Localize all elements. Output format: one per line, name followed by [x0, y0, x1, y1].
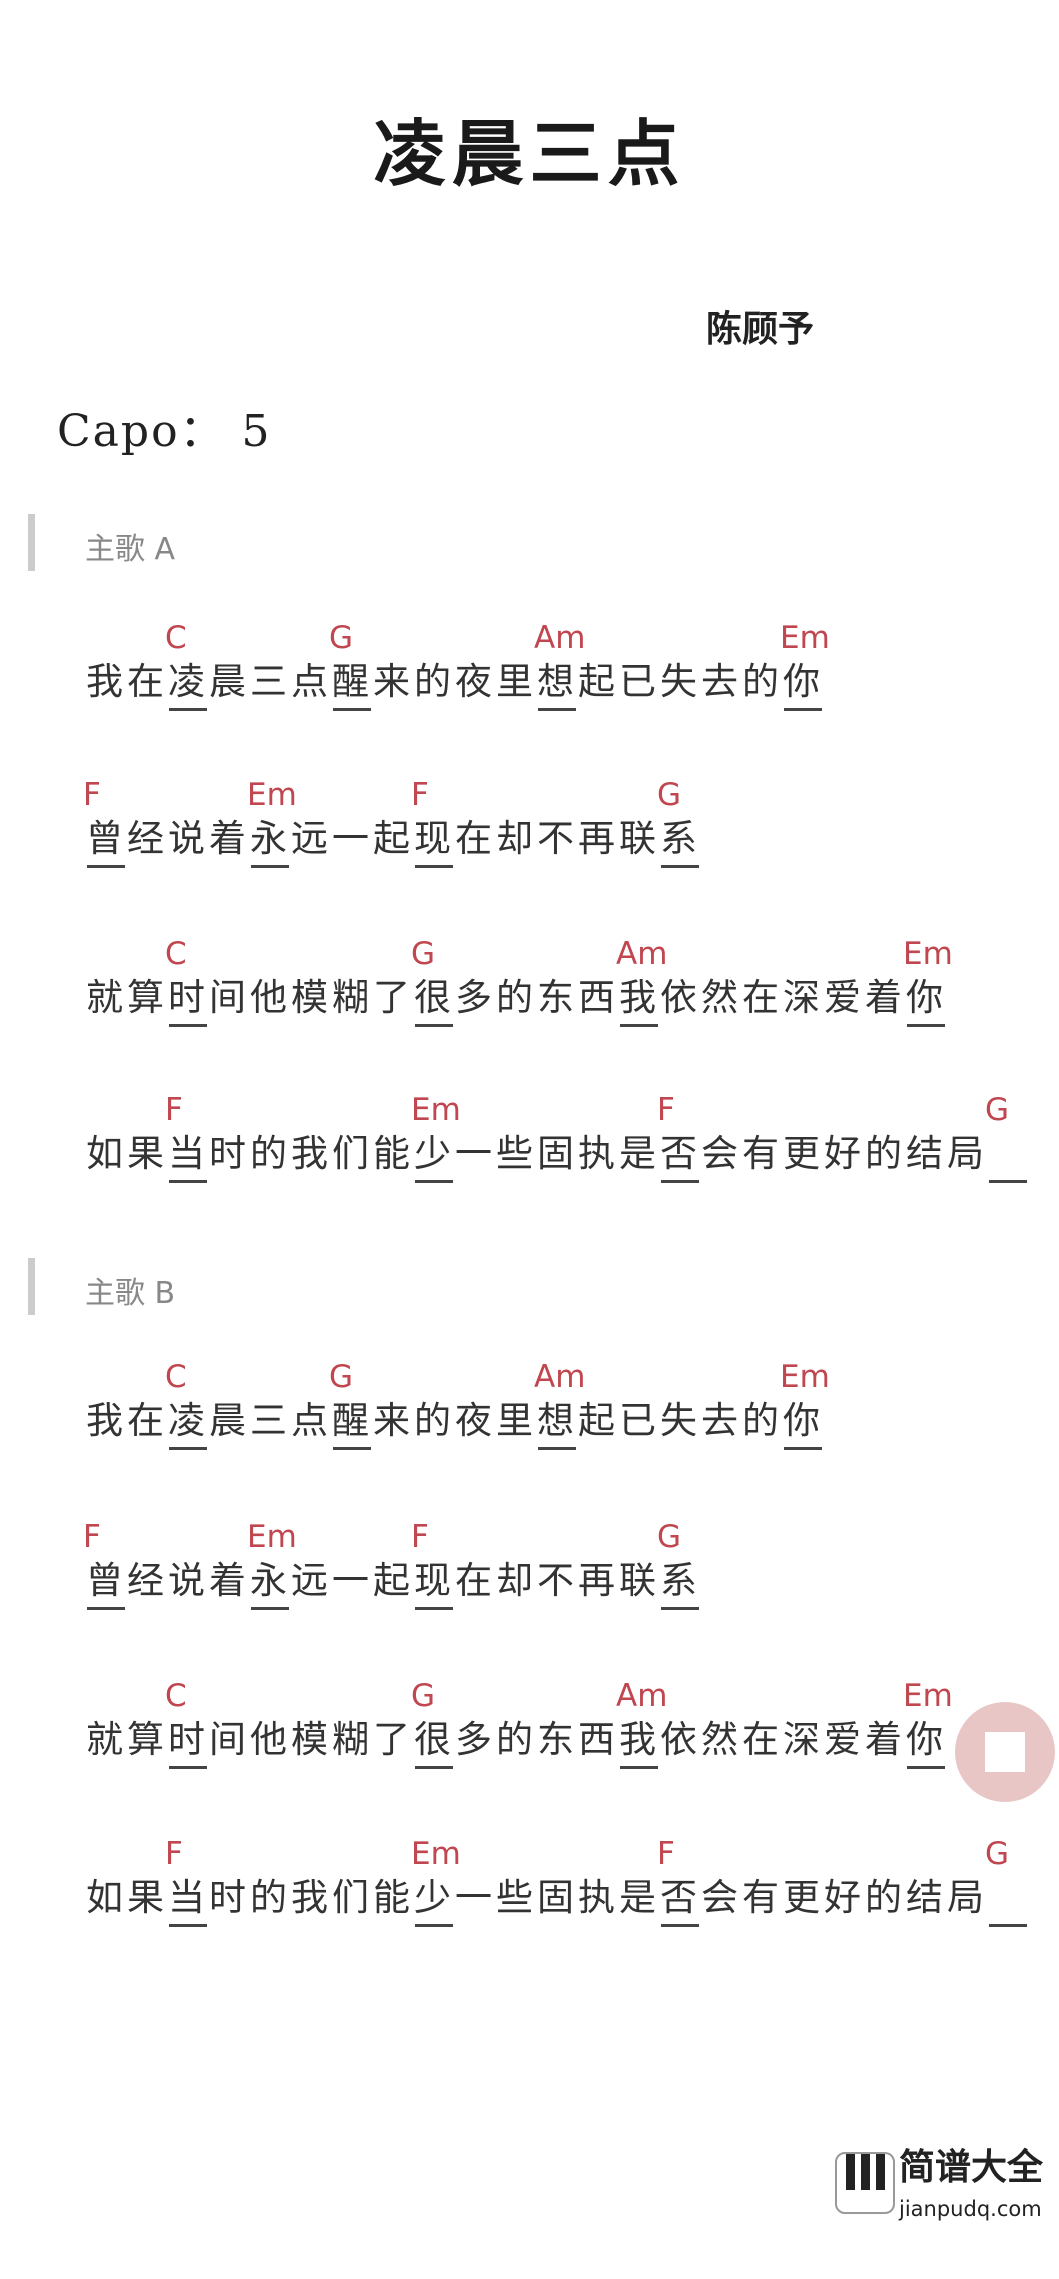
chord-label: C — [165, 620, 187, 656]
section-bar — [28, 514, 35, 571]
chord-underline — [989, 1180, 1027, 1183]
chord-underline — [169, 1766, 207, 1769]
watermark-name: 简谱大全 — [899, 2147, 1044, 2188]
chord-underline — [784, 1447, 822, 1450]
chord-underline — [661, 1180, 699, 1183]
chord-label: Em — [903, 936, 953, 972]
chord-label: F — [165, 1092, 183, 1128]
chord-underline — [169, 1180, 207, 1183]
chord-label: F — [657, 1092, 675, 1128]
chord-label: F — [411, 1519, 429, 1555]
chord-underline — [620, 1766, 658, 1769]
chord-label: Am — [534, 1359, 586, 1395]
chord-underline — [415, 1607, 453, 1610]
chord-underline — [538, 708, 576, 711]
chord-underline — [251, 865, 289, 868]
stop-square-icon — [985, 1732, 1025, 1772]
chord-label: F — [83, 777, 101, 813]
chord-underline — [251, 1607, 289, 1610]
chord-underline — [333, 708, 371, 711]
chord-label: G — [657, 1519, 682, 1555]
section-label: 主歌 A — [85, 532, 176, 567]
chord-label: F — [411, 777, 429, 813]
chord-label: C — [165, 936, 187, 972]
chord-underline — [169, 1447, 207, 1450]
lyric-text: 我在凌晨三点醒来的夜里想起已失去的你 — [86, 660, 824, 703]
chord-label: Am — [616, 1678, 668, 1714]
lyric-text: 就算时间他模糊了很多的东西我依然在深爱着你 — [86, 976, 947, 1019]
chord-underline — [87, 865, 125, 868]
chord-underline — [169, 708, 207, 711]
chord-label: C — [165, 1678, 187, 1714]
chord-label: G — [411, 936, 436, 972]
chord-label: Em — [411, 1092, 461, 1128]
chord-underline — [415, 1024, 453, 1027]
chord-label: G — [985, 1836, 1010, 1872]
chord-underline — [169, 1024, 207, 1027]
chord-label: Em — [780, 1359, 830, 1395]
chord-underline — [333, 1447, 371, 1450]
chord-underline — [538, 1447, 576, 1450]
chord-label: G — [411, 1678, 436, 1714]
chord-underline — [415, 865, 453, 868]
chord-underline — [661, 865, 699, 868]
chord-label: F — [657, 1836, 675, 1872]
chord-label: G — [985, 1092, 1010, 1128]
chord-underline — [661, 1607, 699, 1610]
chord-underline — [87, 1607, 125, 1610]
lyric-text: 如果当时的我们能少一些固执是否会有更好的结局 — [86, 1876, 988, 1919]
chord-label: F — [165, 1836, 183, 1872]
section-bar — [28, 1258, 35, 1315]
capo-label: Capo： 5 — [57, 406, 272, 457]
lyric-text: 曾经说着永远一起现在却不再联系 — [86, 1559, 701, 1602]
chord-label: Em — [247, 777, 297, 813]
chord-underline — [784, 708, 822, 711]
chord-label: Em — [247, 1519, 297, 1555]
chord-label: G — [329, 1359, 354, 1395]
watermark-logo: 简谱大全 jianpudq.com — [835, 2147, 1055, 2230]
song-title: 凌晨三点 — [373, 111, 686, 196]
chord-underline — [415, 1766, 453, 1769]
chord-label: F — [83, 1519, 101, 1555]
chord-label: G — [657, 777, 682, 813]
chord-underline — [907, 1766, 945, 1769]
chord-underline — [415, 1180, 453, 1183]
chord-underline — [415, 1924, 453, 1927]
chord-label: Em — [903, 1678, 953, 1714]
lyric-text: 曾经说着永远一起现在却不再联系 — [86, 817, 701, 860]
watermark-url: jianpudq.com — [899, 2197, 1042, 2221]
lyric-text: 我在凌晨三点醒来的夜里想起已失去的你 — [86, 1399, 824, 1442]
chord-label: C — [165, 1359, 187, 1395]
chord-underline — [661, 1924, 699, 1927]
chord-underline — [169, 1924, 207, 1927]
chord-label: Em — [780, 620, 830, 656]
chord-underline — [989, 1924, 1027, 1927]
chord-underline — [907, 1024, 945, 1027]
lyric-text: 就算时间他模糊了很多的东西我依然在深爱着你 — [86, 1718, 947, 1761]
lyric-text: 如果当时的我们能少一些固执是否会有更好的结局 — [86, 1132, 988, 1175]
section-label: 主歌 B — [85, 1276, 176, 1311]
chord-label: Em — [411, 1836, 461, 1872]
chord-underline — [620, 1024, 658, 1027]
chord-label: Am — [616, 936, 668, 972]
piano-keys-icon — [835, 2152, 895, 2214]
stop-button[interactable] — [955, 1702, 1055, 1802]
chord-label: Am — [534, 620, 586, 656]
artist-name: 陈顾予 — [706, 308, 815, 350]
chord-label: G — [329, 620, 354, 656]
